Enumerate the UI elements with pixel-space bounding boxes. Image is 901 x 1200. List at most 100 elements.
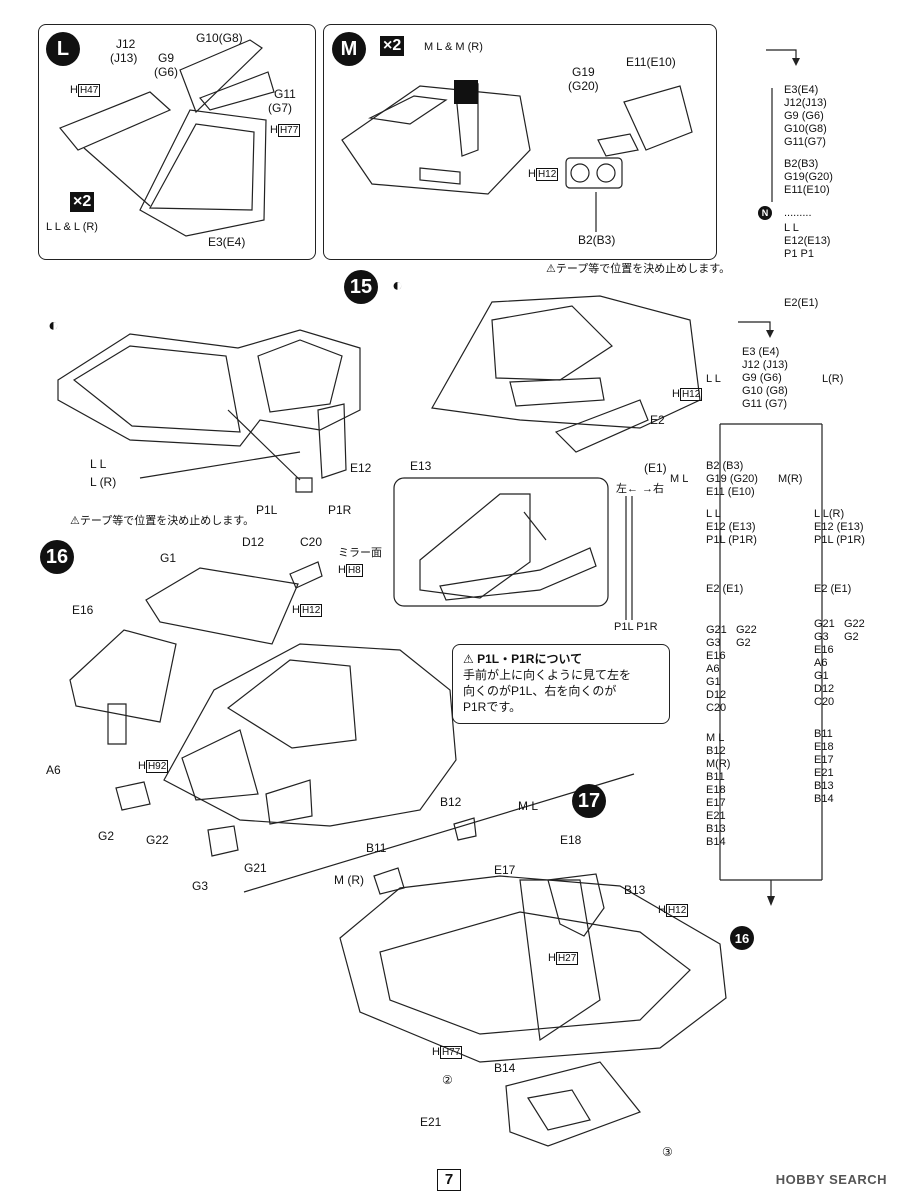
label-e16: E16 [72,603,94,617]
mult-x2-m: ×2 [380,36,405,56]
seq-m-left: M L [670,473,689,485]
p1-note-line1: 手前が上に向くように見て左を [463,668,632,682]
mult-x2-l: ×2 [70,192,95,212]
label-g20: (G20) [568,79,599,93]
label-e18: E18 [560,833,582,847]
watermark: HOBBY SEARCH [775,1172,887,1187]
lr-label-l15: L L [90,457,107,471]
label-ml-17: M L [518,799,539,813]
page-number: 7 [437,1169,461,1191]
label-g7: (G7) [268,101,292,115]
seq-box2-parts: E3 (E4) J12 (J13) G9 (G6) G10 (G8) G11 (… [742,346,788,410]
label-mr-17: M (R) [334,873,364,887]
label-c20: C20 [300,535,323,549]
label-b2: B2(B3) [578,233,616,247]
label-e21: E21 [420,1115,442,1129]
label-b12: B12 [440,795,462,809]
mirror-label: ミラー面 [338,547,382,559]
door-panel-e3 [139,109,267,237]
chip-icon-left: ◐ [48,315,59,335]
box-l [38,24,316,260]
step16-body [163,643,457,827]
label-j12: J12 [116,37,136,51]
part-e2 [554,399,649,453]
step16-hood-g1 [145,567,299,645]
door-frame-g10 [179,39,263,114]
mark-3: ③ [662,1145,673,1159]
seq-colB-15: L L(R) E12 (E13) P1L (P1R) [814,508,865,546]
seq-colB-e2: E2 (E1) [814,583,852,595]
label-g22: G22 [146,833,169,847]
seq-mid-list: B2(B3) G19(G20) E11(E10) [784,158,833,196]
box-m [323,24,717,260]
part-b2 [565,157,623,189]
seq-15b: E2(E1) [784,297,819,309]
part-b14 [505,1061,641,1147]
seq-colA-17: M L B12 M(R) B11 E18 E17 E21 B13 B14 [706,732,731,848]
chip-icon: ◐ [392,275,403,295]
door-glass-j12 [59,91,172,151]
arrow-left-label: 左← [616,483,638,495]
arrow-right-label: →右 [642,483,664,495]
step-17-badge: 17 [572,784,606,818]
tape-note-left: ⚠テープ等で位置を決め止めします。 [70,515,255,527]
part-e18 [547,873,605,937]
seq-colB-16: G21 G22 G3 G2 E16 A6 G1 D12 C20 [814,618,865,708]
warning-icon: ⚠ [463,652,474,666]
label-b11: B11 [366,841,387,855]
label-e11: E11(E10) [626,55,676,69]
part-e12 [317,403,347,479]
label-e12: E12 [350,461,372,475]
detail-p1-label: P1L P1R [614,621,658,633]
lr-label-r15: L (R) [90,475,117,489]
step15-car-right [431,295,701,429]
step-15-badge: 15 [344,270,378,304]
label-g2: G2 [98,829,115,843]
seq-15a: L L E12(E13) P1 P1 [784,222,831,260]
p1-note-title: ⚠ P1L・P1Rについて [463,652,583,666]
seq-box2-left: L L [706,373,721,385]
label-b14: B14 [494,1061,516,1075]
label-e17: E17 [494,863,516,877]
label-d12: D12 [242,535,265,549]
detail-inset [393,477,609,607]
tape-note-right: ⚠テープ等で位置を決め止めします。 [546,263,731,275]
car-front-m [341,85,531,195]
seq-n-badge: N [758,206,772,220]
label-e2: E2 [650,413,665,427]
label-g21: G21 [244,861,267,875]
label-g10: G10(G8) [196,31,243,45]
decal-icon [454,80,478,104]
seq-colA-e2: E2 (E1) [706,583,744,595]
label-e13: E13 [410,459,432,473]
label-p1l: P1L [256,503,278,517]
seq-box2-right: L(R) [822,373,844,385]
label-g3: G3 [192,879,209,893]
step-l-badge: L [46,32,80,66]
p1-note-box: ⚠ P1L・P1Rについて 手前が上に向くように見て左を 向くのがP1L、右を向… [452,644,670,724]
label-g19: G19 [572,65,595,79]
seq-m-parts: B2 (B3) G19 (G20) E11 (E10) [706,460,758,498]
label-e3: E3(E4) [208,235,246,249]
p1-note-line2: 向くのがP1L、右を向くのが [463,684,617,698]
seq-colA-15: L L E12 (E13) P1L (P1R) [706,508,757,546]
seq-dots: ......... [784,207,812,219]
step17-chassis [339,875,727,1063]
step-m-badge: M [332,32,366,66]
lr-label-m: M L & M (R) [424,41,483,53]
label-e1: (E1) [644,461,667,475]
step-16-badge: 16 [40,540,74,574]
p1-note-line3: P1Rです。 [463,700,522,714]
lr-label-l: L L & L (R) [46,221,98,233]
step15-car-left [57,329,361,447]
seq-m-right: M(R) [778,473,803,485]
